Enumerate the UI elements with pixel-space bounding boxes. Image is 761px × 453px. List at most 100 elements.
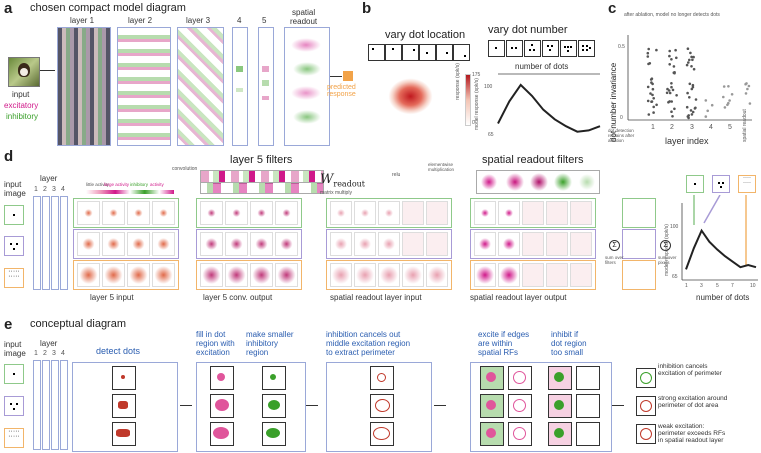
- scatter-point: [691, 85, 695, 89]
- d-xtick-7: 7: [731, 283, 734, 289]
- filters-title: layer 5 filters: [230, 154, 293, 166]
- e-block-perimeter: [326, 362, 432, 452]
- d-caption-2: layer 5 conv. output: [203, 293, 273, 302]
- scatter-point: [748, 102, 752, 105]
- scatter-point: [710, 103, 714, 107]
- map-cell: [152, 232, 175, 256]
- map-cell: [102, 263, 125, 287]
- e-excite-ring: [513, 427, 526, 440]
- scatter-point: [688, 58, 691, 62]
- scatter-point: [690, 65, 693, 68]
- spatial-readout-filters-title: spatial readout filters: [482, 154, 584, 166]
- e-excite-cell: [508, 366, 532, 390]
- scatter-point: [652, 111, 655, 114]
- sum-pixels-icon: Σ: [660, 240, 671, 251]
- scatter-point: [692, 55, 695, 59]
- panel-b-chart: [497, 73, 601, 133]
- e-step-1: detect dots: [96, 346, 141, 356]
- e-step-3: make smaller inhibitory region: [246, 330, 294, 357]
- map-cell: [225, 263, 248, 287]
- sum-pixels-label: sum over pixels: [658, 255, 677, 265]
- e-arrow: [434, 405, 446, 406]
- e-step-4: inhibition cancels out middle excitation…: [326, 330, 411, 357]
- scatter-point: [704, 115, 708, 118]
- scatter-point: [668, 49, 671, 53]
- scatter-point: [686, 47, 690, 50]
- matrix-multiply-label: matrix multiply: [320, 190, 352, 196]
- b-ytick-65: 65: [488, 132, 494, 138]
- map-cell: [275, 263, 298, 287]
- scatter-point: [670, 110, 673, 113]
- filter-legend-4: activity: [150, 182, 164, 187]
- d-input-1: [4, 205, 24, 225]
- map-cell: [250, 232, 273, 256]
- map-cell: [522, 232, 544, 256]
- e-detect-dot: [121, 375, 125, 379]
- scatter-point: [651, 82, 654, 86]
- e-detect-dot: [118, 401, 128, 409]
- scatter-point: [687, 61, 690, 64]
- scatter-point: [670, 82, 673, 85]
- c-xtick-sr: spatial readout: [742, 109, 748, 142]
- scatter-point: [746, 87, 749, 91]
- d-layer-4: 4: [61, 186, 65, 193]
- e-detect-cell: [112, 366, 136, 390]
- e-step-2: fill in dot region with excitation: [196, 330, 235, 357]
- map-cell: [354, 263, 376, 287]
- e-perim-ring: [377, 373, 386, 382]
- scatter-point: [668, 100, 671, 103]
- c-xtick-1: 1: [651, 124, 655, 131]
- scatter-point: [650, 100, 653, 103]
- e-block-fill: [196, 362, 306, 452]
- e-result-cell: [636, 424, 656, 444]
- e-fill-cell: [210, 366, 234, 390]
- colorbar-bottom: 0: [472, 120, 475, 126]
- scatter-point: [706, 109, 709, 113]
- d-input-2: [4, 236, 24, 256]
- scatter-point: [694, 98, 698, 101]
- predicted-response-square: [343, 71, 353, 81]
- layer-5-filters: [258, 27, 274, 146]
- map-cell: [474, 201, 496, 225]
- w-subscript: readout: [333, 179, 366, 189]
- filter-strip-2: [200, 182, 324, 194]
- c-ytick-0: 0: [620, 115, 623, 121]
- e-perim-ring: [375, 399, 390, 412]
- d-layer-2: 2: [43, 186, 47, 193]
- scatter-point: [675, 94, 678, 97]
- filter-legend-3: inhibitory: [130, 182, 149, 187]
- map-cell: [546, 232, 568, 256]
- panel-d-letter: d: [4, 148, 14, 165]
- e-excite-dot: [486, 400, 496, 410]
- scatter-point: [671, 115, 674, 118]
- scatter-point: [727, 101, 730, 105]
- e-excite-cell: [508, 422, 532, 446]
- e-inhibit-dot: [554, 428, 564, 438]
- e-result-cell: [636, 396, 656, 416]
- convolution-label: convolution: [172, 166, 198, 172]
- e-inhibit-cell: [576, 394, 600, 418]
- filter-legend-1: little activity: [86, 182, 110, 187]
- scatter-point: [685, 63, 689, 67]
- map-cell: [127, 232, 150, 256]
- e-layer-1: 1: [34, 350, 38, 357]
- scatter-point: [727, 85, 730, 88]
- e-inhib-cell: [262, 394, 286, 418]
- scatter-point: [688, 96, 691, 99]
- e-input-2: [4, 396, 24, 416]
- map-cell: [378, 232, 400, 256]
- map-cell: [275, 232, 298, 256]
- scatter-point: [673, 71, 676, 75]
- map-cell: [200, 263, 223, 287]
- d-layer-1: 1: [34, 186, 38, 193]
- scatter-point: [672, 65, 676, 68]
- c-ytick-05: 0.5: [618, 44, 625, 50]
- map-cell: [77, 263, 100, 287]
- excitatory-label: excitatory: [4, 101, 39, 110]
- readout-output-block: [470, 198, 596, 290]
- c-xlabel: layer index: [665, 136, 709, 146]
- scatter-point: [675, 56, 678, 60]
- map-cell: [522, 263, 544, 287]
- scatter-point: [651, 93, 654, 97]
- w-symbol: W: [320, 172, 334, 187]
